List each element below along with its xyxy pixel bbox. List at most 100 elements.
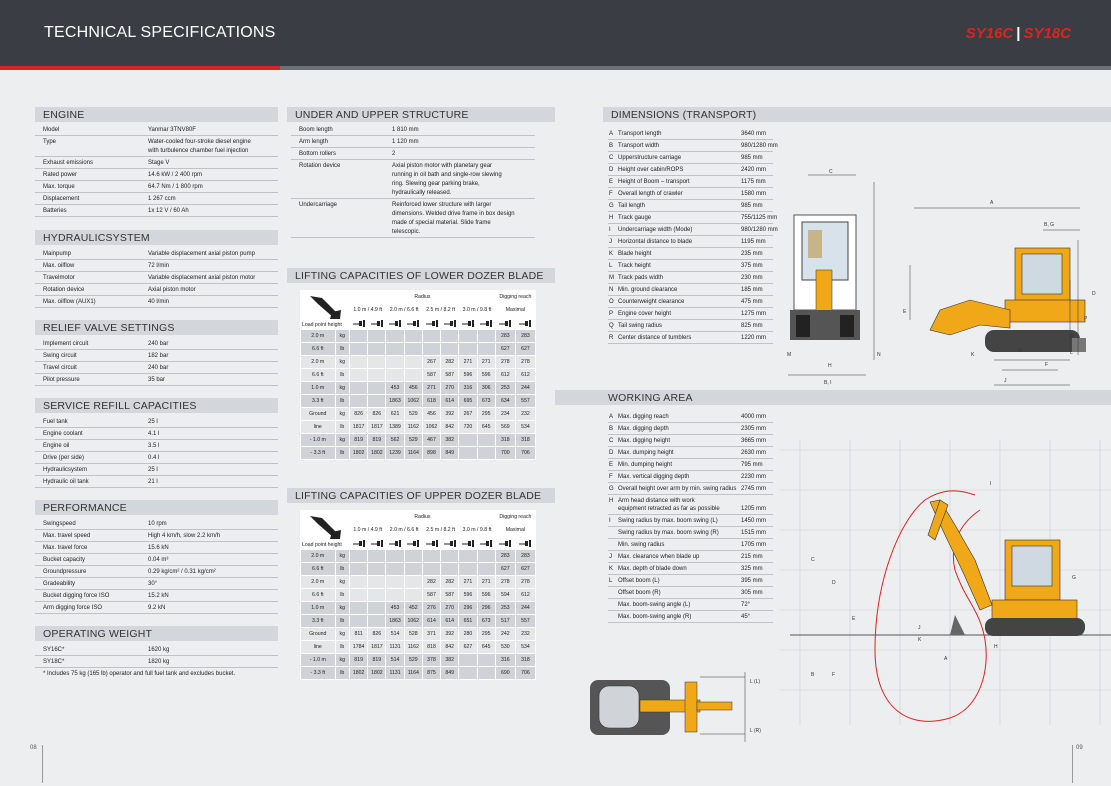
blade-icon-cell: Load point height <box>299 510 351 550</box>
spec-label: Model <box>43 127 60 133</box>
dimension-label: Max. boom-swing angle (L) <box>618 602 691 608</box>
lift-value: 318 <box>514 433 537 447</box>
lift-height: line <box>300 640 336 654</box>
lift-direction-icon <box>385 316 405 330</box>
spec-label: Undercarriage <box>299 202 338 208</box>
spec-label: Implement circuit <box>43 341 89 347</box>
lift-value: 296 <box>476 601 496 615</box>
spec-row: Undercarriage Reinforced lower structure … <box>291 199 535 238</box>
spec-value: 1620 kg <box>148 647 170 653</box>
spec-label: Drive (per side) <box>43 455 85 461</box>
dimension-label: Transport width <box>618 143 660 149</box>
lift-value <box>367 614 387 628</box>
dimension-letter: C <box>609 438 614 444</box>
dimension-label: Height of Boom – transport <box>618 179 690 185</box>
radius-header: Radius <box>349 510 496 524</box>
lift-height: 6.6 ft <box>300 588 336 602</box>
lift-value <box>385 575 405 589</box>
lift-direction-icon <box>494 536 516 550</box>
spec-value: Reinforced lower structure with larger <box>392 202 492 208</box>
lift-value: 318 <box>494 433 516 447</box>
lift-value: 467 <box>421 433 442 447</box>
lift-height: kg <box>334 433 351 447</box>
dim-label-f: F <box>1045 362 1049 368</box>
spec-label: SY16C* <box>43 647 65 653</box>
spec-value: 1x 12 V / 60 Ah <box>148 208 189 214</box>
dimension-letter: A <box>609 414 614 420</box>
section-working: WORKING AREA <box>555 390 1111 405</box>
dimension-label: Max. digging reach <box>618 414 669 420</box>
spec-value: 3.5 l <box>148 443 160 449</box>
dimension-letter: F <box>609 191 613 197</box>
lift-direction-icon <box>403 316 423 330</box>
top-view-diagram <box>590 672 746 742</box>
dimension-label: Arm head distance with work <box>618 498 695 504</box>
dimension-value: 325 mm <box>741 566 763 572</box>
dimension-letter: M <box>609 275 614 281</box>
lift-value: 587 <box>421 588 442 602</box>
spec-label: Hydraulic oil tank <box>43 479 89 485</box>
lift-value <box>476 562 496 576</box>
lift-direction-icon <box>403 536 423 550</box>
lift-height: lb <box>334 640 351 654</box>
dimension-row: Swing radius by max. boom swing (R)1515 … <box>608 527 773 539</box>
header-bar <box>280 66 1111 70</box>
dim-label-d: D <box>1092 291 1096 297</box>
spec-value: 10 rpm <box>148 521 167 527</box>
lift-value <box>349 601 369 615</box>
lift-value: 618 <box>421 394 442 408</box>
load-point-label: Load point height <box>302 542 342 548</box>
work-label-i: I <box>990 481 992 487</box>
spec-label: Rotation device <box>299 163 341 169</box>
section-lower-blade: LIFTING CAPACITIES OF LOWER DOZER BLADE <box>287 268 555 283</box>
dimension-value: 980/1280 mm <box>741 143 778 149</box>
dimension-value: 475 mm <box>741 299 763 305</box>
lift-height: - 1.0 m <box>300 433 336 447</box>
lift-value <box>349 614 369 628</box>
lift-value <box>458 562 478 576</box>
lift-value: 517 <box>494 614 516 628</box>
lift-value: 700 <box>494 446 516 460</box>
lift-value: 1131 <box>385 666 405 680</box>
spec-label: Bucket capacity <box>43 557 86 563</box>
dimension-value: 980/1280 mm <box>741 227 778 233</box>
dim-label-j: J <box>1004 378 1007 384</box>
dimension-value: 1515 mm <box>741 530 767 536</box>
lift-value <box>421 549 442 563</box>
work-label-c: C <box>811 557 815 563</box>
lift-value <box>458 446 478 460</box>
lift-value: 1164 <box>403 666 423 680</box>
lift-value: 569 <box>494 420 516 434</box>
dimension-value: 2230 mm <box>741 474 767 480</box>
section-upper-blade: LIFTING CAPACITIES OF UPPER DOZER BLADE <box>287 488 555 503</box>
dimension-value: 1705 mm <box>741 542 767 548</box>
lift-value <box>458 549 478 563</box>
dimension-value: 3665 mm <box>741 438 767 444</box>
work-label-h: H <box>994 644 998 650</box>
spec-label: Bottom rollers <box>299 151 337 157</box>
lift-value: 673 <box>476 614 496 628</box>
spec-row: SY16C* 1620 kg <box>35 644 278 656</box>
spec-label: Pilot pressure <box>43 377 80 383</box>
spec-label: Rated power <box>43 172 78 178</box>
spec-label: Fuel tank <box>43 419 68 425</box>
section-structure: UNDER AND UPPER STRUCTURE <box>287 107 555 122</box>
lift-value <box>367 601 387 615</box>
spec-label: Arm digging force ISO <box>43 605 103 611</box>
